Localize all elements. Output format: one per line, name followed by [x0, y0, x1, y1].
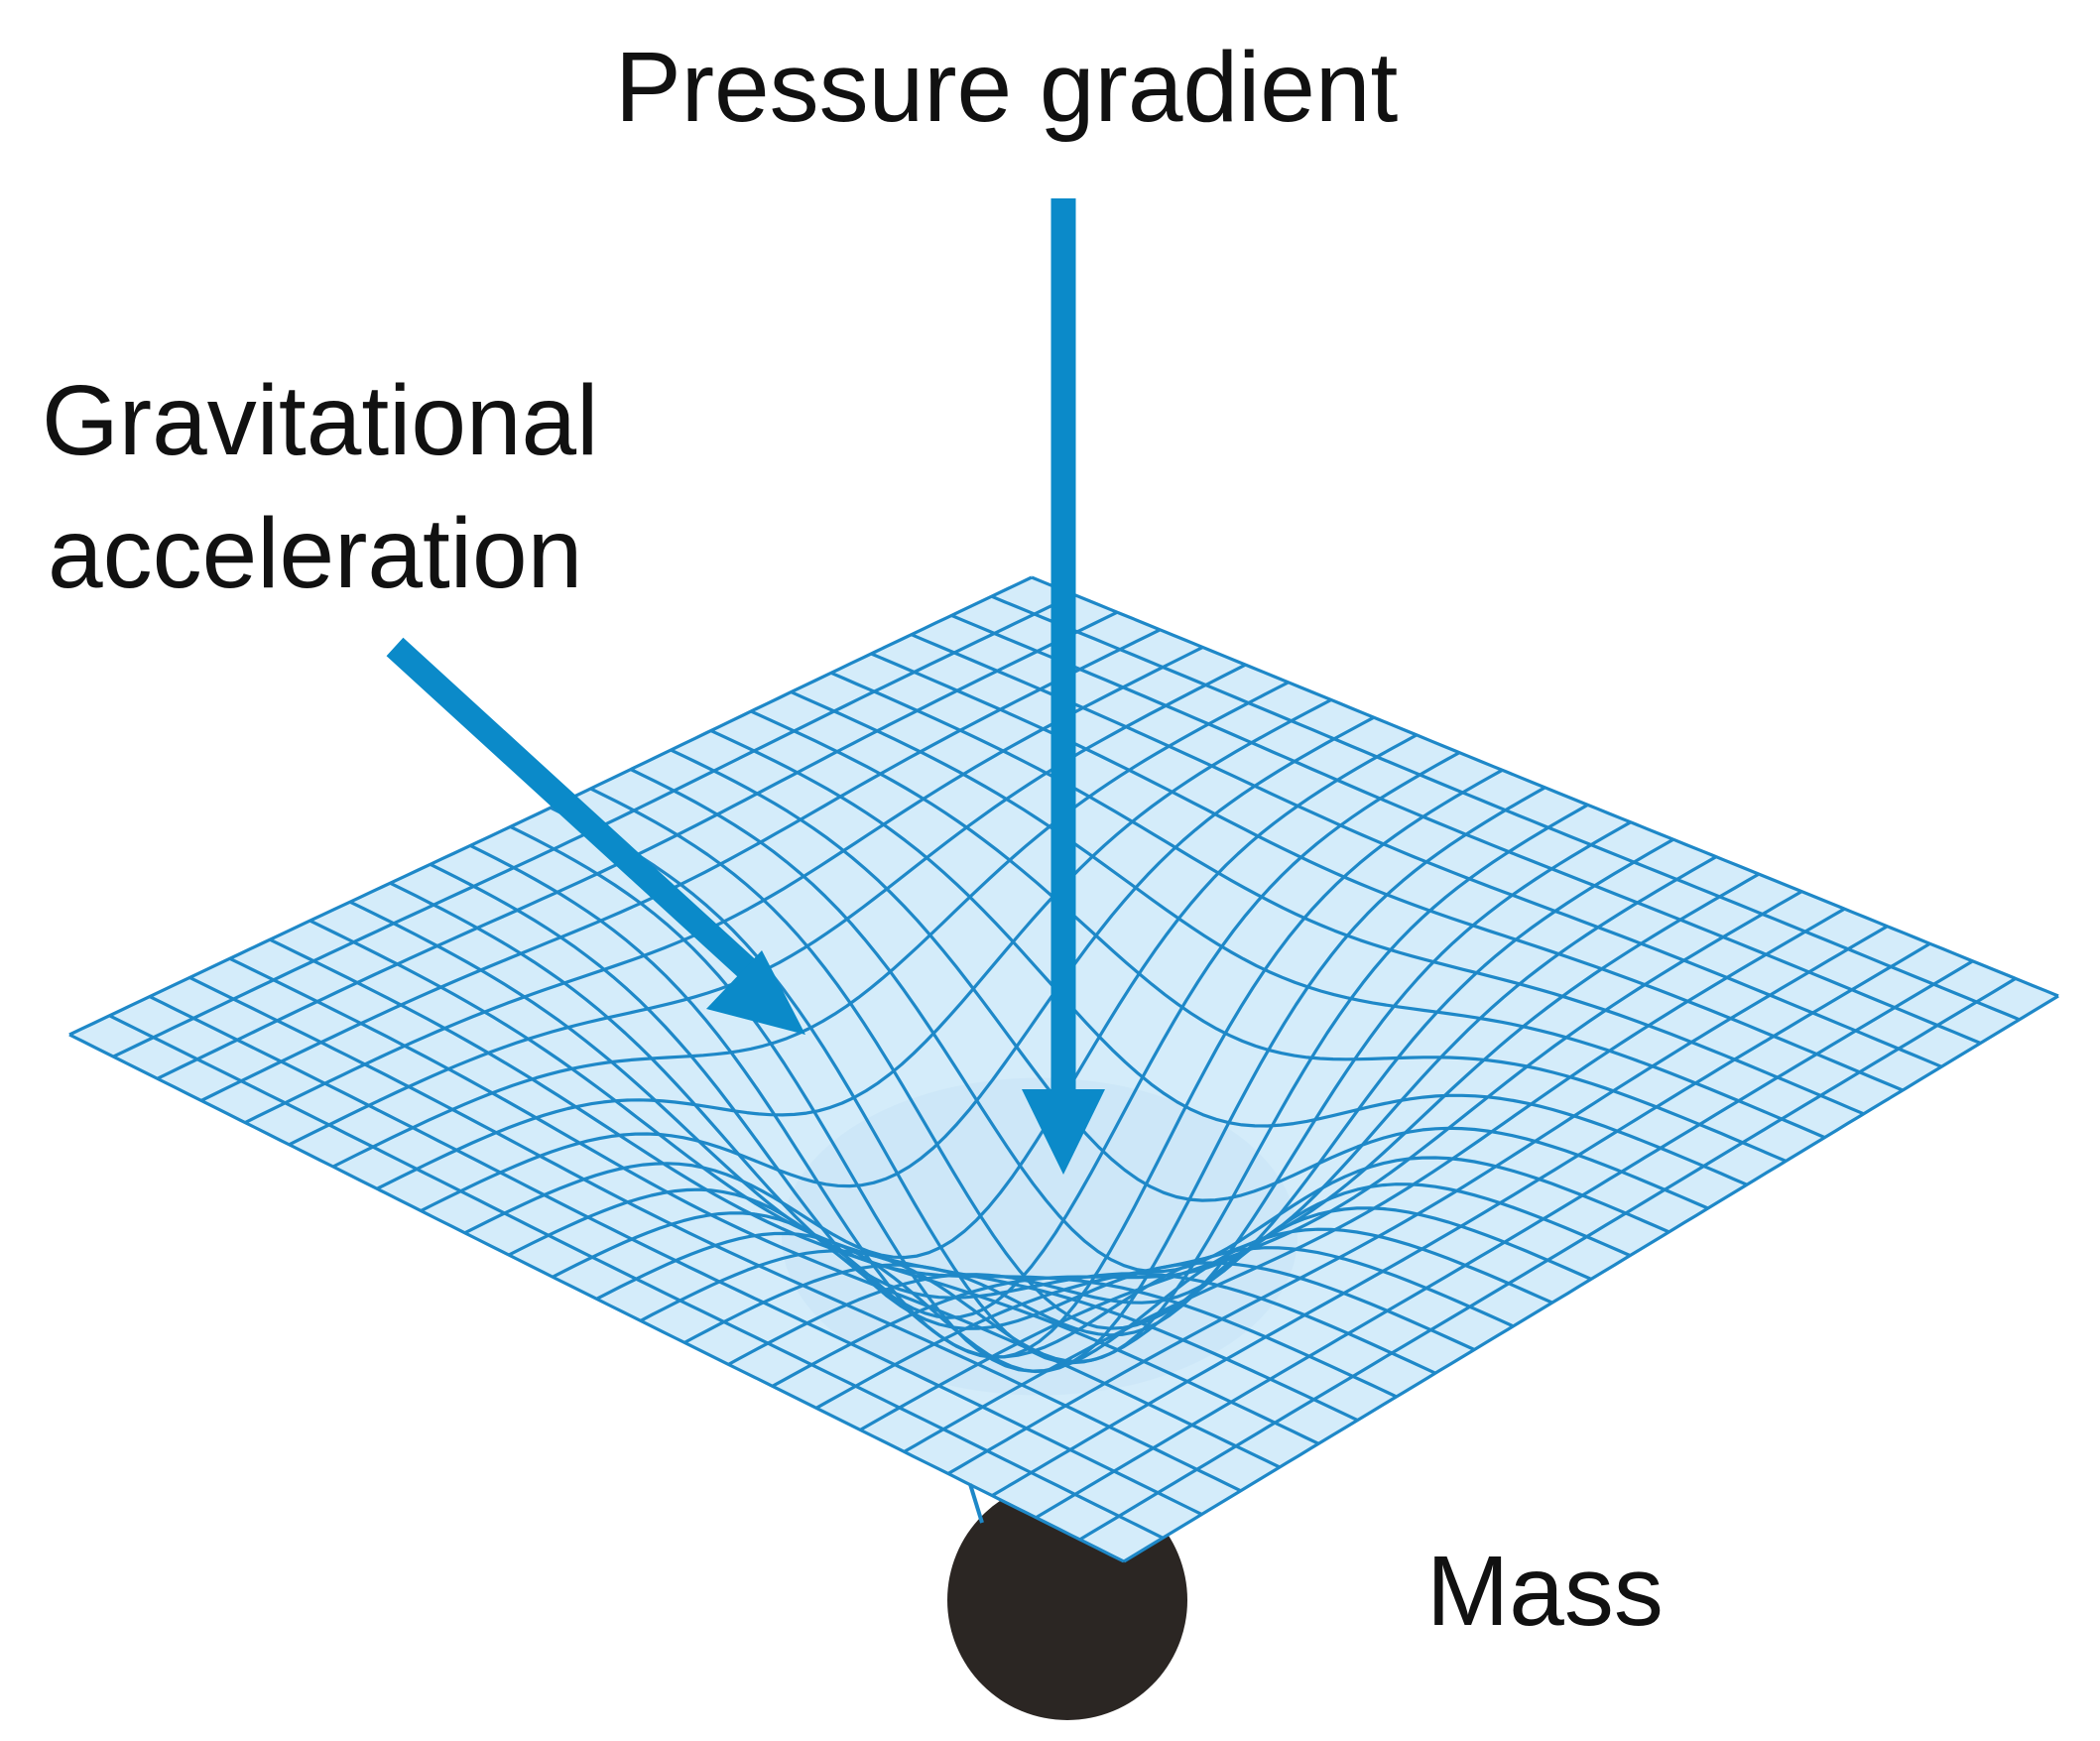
grid-line-v — [815, 872, 1760, 1410]
pressure-gradient-label: Pressure gradient — [615, 32, 1399, 143]
grid-line-v — [376, 698, 1332, 1190]
grid-line-v — [68, 575, 1033, 1037]
grid-line-v — [727, 837, 1674, 1366]
pressure-gradient-arrow-icon — [1022, 198, 1105, 1175]
grid-line-v — [508, 751, 1461, 1319]
mass-label: Mass — [1426, 1536, 1664, 1647]
grid-line-v — [640, 803, 1589, 1364]
mass-stem — [968, 1483, 984, 1524]
grid-line-v — [595, 786, 1546, 1374]
grid-line-v — [200, 628, 1162, 1102]
grid-line-v — [683, 820, 1632, 1344]
grid-line-v — [1078, 977, 2017, 1542]
grid-line-v — [1035, 959, 1974, 1520]
gravitational-label-line2: acceleration — [48, 498, 582, 609]
grid-line-v — [991, 941, 1931, 1497]
gravitational-label-line1: Gravitational — [42, 365, 598, 476]
grid-line-v — [552, 768, 1504, 1359]
grid-line-v — [947, 925, 1889, 1475]
grid-line-v — [420, 715, 1375, 1213]
grid-line-v — [1123, 994, 2059, 1563]
grid-line-v — [859, 890, 1803, 1431]
gravitational-arrow-icon — [386, 637, 805, 1035]
grid-line-v — [463, 733, 1418, 1260]
grid-line-v — [903, 907, 1846, 1453]
grid-line-v — [332, 681, 1290, 1169]
grid-line-v — [244, 645, 1204, 1125]
